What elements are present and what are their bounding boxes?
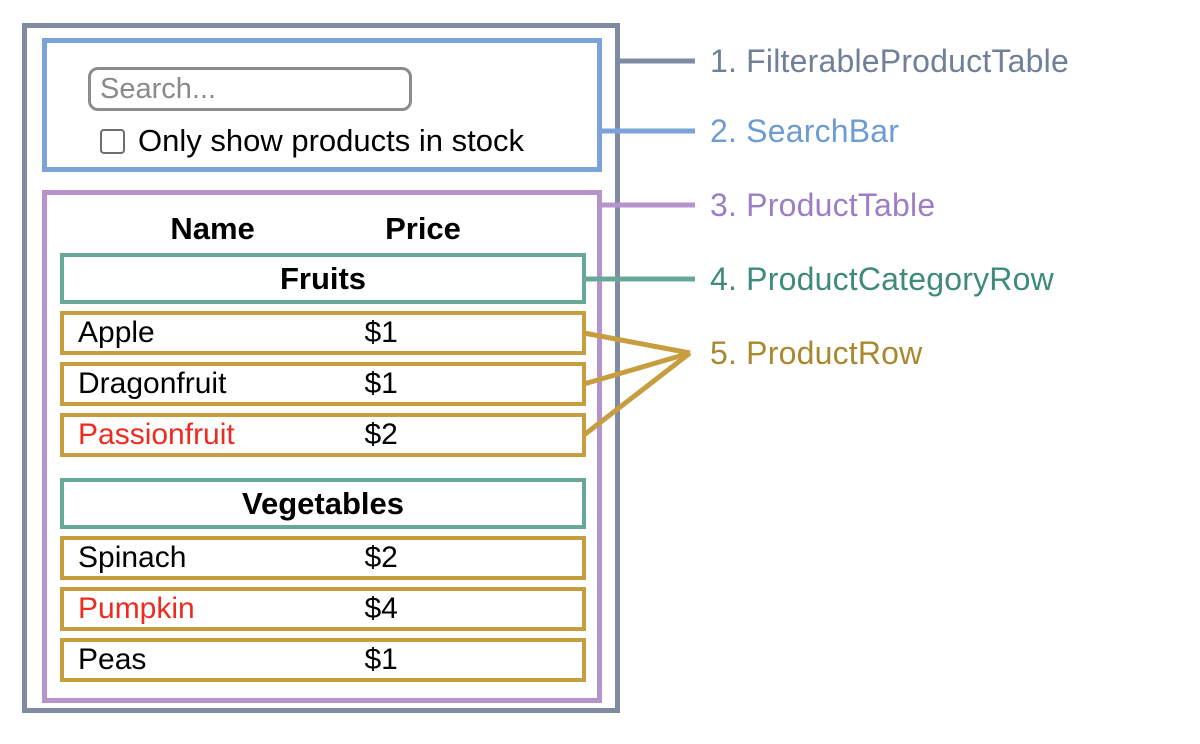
in-stock-filter-row: Only show products in stock: [100, 123, 597, 158]
product-row: Passionfruit $2: [60, 413, 586, 457]
category-label: Vegetables: [242, 485, 404, 521]
product-name: Spinach: [78, 541, 187, 574]
product-row: Spinach $2: [60, 536, 586, 580]
product-price: $2: [364, 541, 398, 574]
product-row: Peas $1: [60, 638, 586, 682]
product-row: Apple $1: [60, 311, 586, 355]
legend-product-table: 3. ProductTable: [710, 187, 936, 223]
product-name: Dragonfruit: [78, 367, 227, 400]
product-price: $1: [364, 643, 398, 676]
product-name: Pumpkin: [78, 592, 195, 625]
product-name: Passionfruit: [78, 418, 235, 451]
category-label: Fruits: [279, 260, 367, 296]
product-category-row: Fruits: [60, 253, 586, 304]
product-name: Peas: [78, 643, 147, 676]
product-price: $2: [364, 418, 398, 451]
legend-product-row: 5. ProductRow: [710, 335, 923, 371]
product-price: $1: [364, 367, 398, 400]
product-table-box: Name Price Fruits Apple $1 Dragonfruit $…: [42, 190, 602, 703]
product-row: Dragonfruit $1: [60, 362, 586, 406]
product-category-row: Vegetables: [60, 478, 586, 529]
in-stock-checkbox-label: Only show products in stock: [138, 123, 524, 158]
legend-filterable-product-table: 1. FilterableProductTable: [710, 43, 1069, 79]
product-price: $4: [364, 592, 398, 625]
legend-search-bar: 2. SearchBar: [710, 113, 900, 149]
product-name: Apple: [78, 316, 155, 349]
legend-product-category-row: 4. ProductCategoryRow: [710, 261, 1054, 297]
column-header-name: Name: [170, 211, 255, 246]
product-row: Pumpkin $4: [60, 587, 586, 631]
search-input[interactable]: [88, 67, 412, 111]
filterable-product-table-box: Only show products in stock Name Price F…: [22, 23, 620, 713]
search-bar-box: Only show products in stock: [42, 38, 602, 172]
table-header-row: Name Price: [60, 205, 586, 253]
product-price: $1: [364, 316, 398, 349]
column-header-price: Price: [385, 211, 461, 246]
in-stock-checkbox[interactable]: [100, 128, 125, 154]
